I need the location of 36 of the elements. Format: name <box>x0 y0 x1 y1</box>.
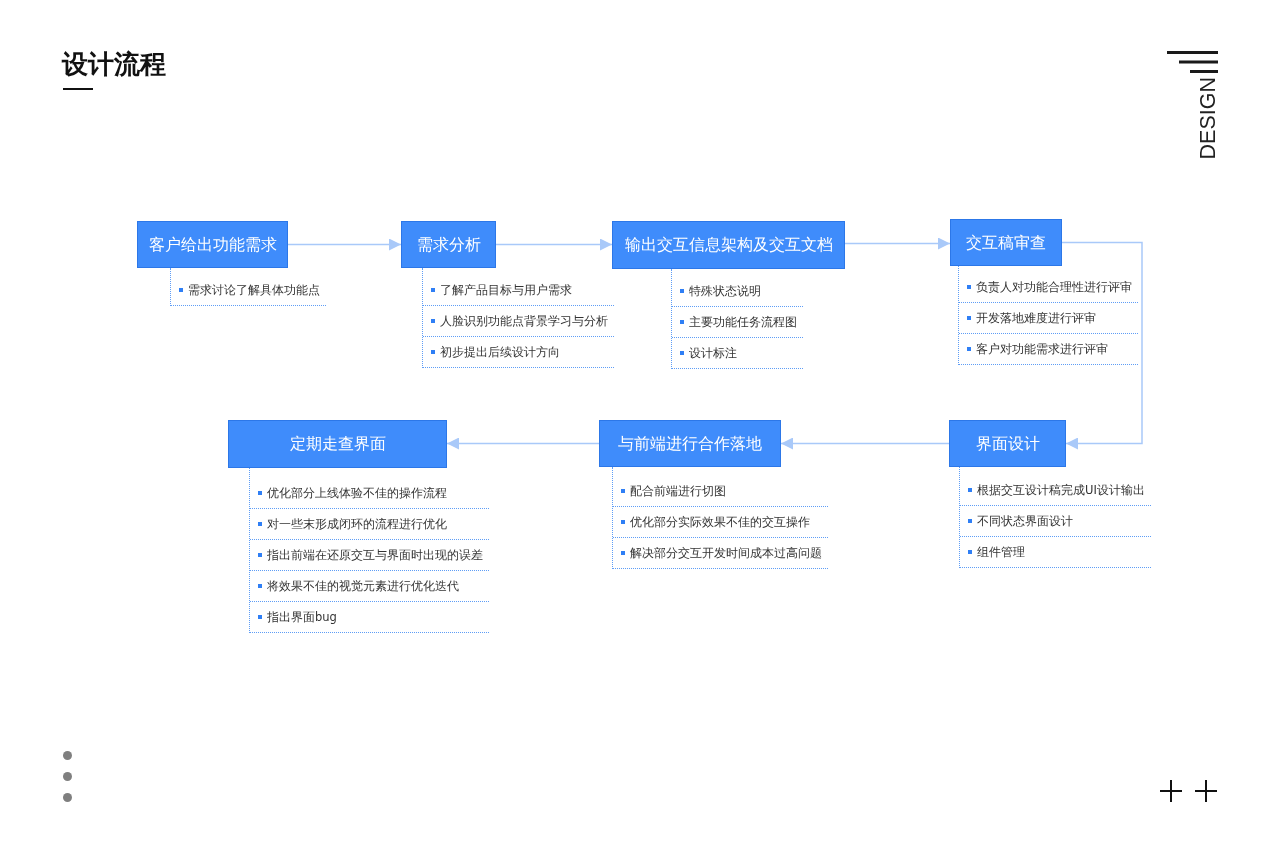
list-item: 组件管理 <box>977 544 1025 560</box>
list-item: 优化部分上线体验不佳的操作流程 <box>267 485 447 501</box>
list-item: 初步提出后续设计方向 <box>440 344 560 360</box>
process-box: 与前端进行合作落地 <box>599 420 781 467</box>
process-box: 界面设计 <box>949 420 1066 467</box>
process-box: 客户给出功能需求 <box>137 221 288 268</box>
process-box: 需求分析 <box>401 221 496 268</box>
list-item: 对一些末形成闭环的流程进行优化 <box>267 516 447 532</box>
list-item: 根据交互设计稿完成UI设计输出 <box>977 482 1145 498</box>
arrow <box>287 238 402 251</box>
list-item: 不同状态界面设计 <box>977 513 1073 529</box>
process-box: 定期走查界面 <box>228 420 447 468</box>
list-item: 负责人对功能合理性进行评审 <box>976 279 1132 295</box>
page-title: 设计流程 <box>62 48 166 81</box>
list-item: 主要功能任务流程图 <box>689 314 797 330</box>
side-label: DESIGN <box>1198 77 1218 160</box>
arrow <box>1061 241 1143 450</box>
list-item: 将效果不佳的视觉元素进行优化迭代 <box>267 578 459 594</box>
list-item: 人脸识别功能点背景学习与分析 <box>440 313 608 329</box>
list-item: 优化部分实际效果不佳的交互操作 <box>630 514 810 530</box>
list-item: 客户对功能需求进行评审 <box>976 341 1108 357</box>
list-item: 解决部分交互开发时间成本过高问题 <box>630 545 822 561</box>
process-box: 输出交互信息架构及交互文档 <box>612 221 845 269</box>
arrow <box>495 238 613 251</box>
process-box: 交互稿审查 <box>950 219 1062 266</box>
list-item: 配合前端进行切图 <box>630 483 726 499</box>
list-item: 特殊状态说明 <box>689 283 761 299</box>
list-item: 开发落地难度进行评审 <box>976 310 1096 326</box>
arrow <box>844 237 951 250</box>
list-item: 了解产品目标与用户需求 <box>440 282 572 298</box>
arrow <box>446 437 600 450</box>
list-item: 需求讨论了解具体功能点 <box>188 282 320 298</box>
list-item: 设计标注 <box>689 345 737 361</box>
arrow <box>780 437 950 450</box>
list-item: 指出界面bug <box>267 609 337 625</box>
list-item: 指出前端在还原交互与界面时出现的误差 <box>267 547 483 563</box>
